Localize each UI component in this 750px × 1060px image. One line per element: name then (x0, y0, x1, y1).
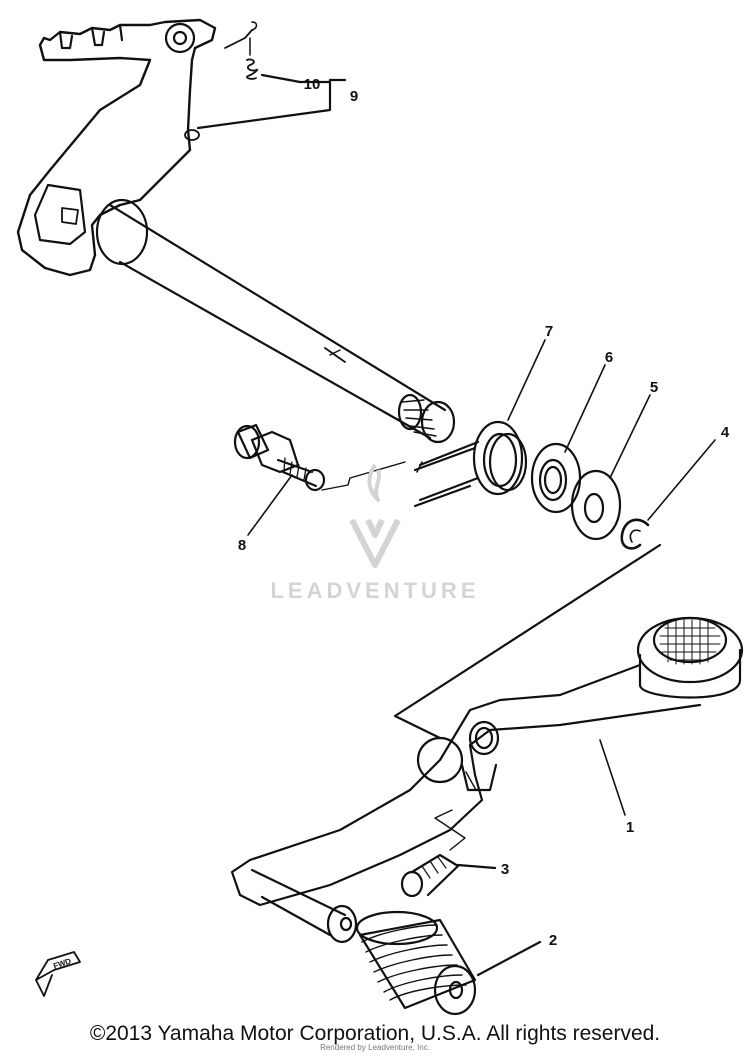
washer (570, 469, 622, 541)
shift-shaft-assembly (16, 18, 456, 444)
leadventure-watermark: LEADVENTURE (270, 463, 479, 603)
callout-10: 10 (304, 76, 321, 93)
callout-7: 7 (545, 323, 553, 340)
callout-8: 8 (238, 537, 246, 554)
callout-4: 4 (721, 424, 730, 441)
circlip (620, 518, 650, 550)
spring (224, 21, 332, 84)
fwd-arrow-icon (35, 951, 81, 997)
callout-3: 3 (501, 861, 509, 878)
callout-6: 6 (605, 349, 613, 366)
shift-pedal (230, 543, 744, 944)
footrest-rubber (355, 910, 542, 1016)
callout-9: 9 (350, 88, 358, 105)
stopper-bolt (233, 423, 326, 492)
watermark-text: LEADVENTURE (270, 578, 479, 603)
callout-1: 1 (626, 819, 634, 836)
callout-5: 5 (650, 379, 658, 396)
pinch-bolt (400, 853, 497, 898)
torsion-spring (413, 420, 528, 508)
copyright-notice: ©2013 Yamaha Motor Corporation, U.S.A. A… (89, 1022, 661, 1045)
rendered-by-note: Rendered by Leadventure, Inc. (320, 1043, 430, 1052)
callout-2: 2 (549, 932, 557, 949)
